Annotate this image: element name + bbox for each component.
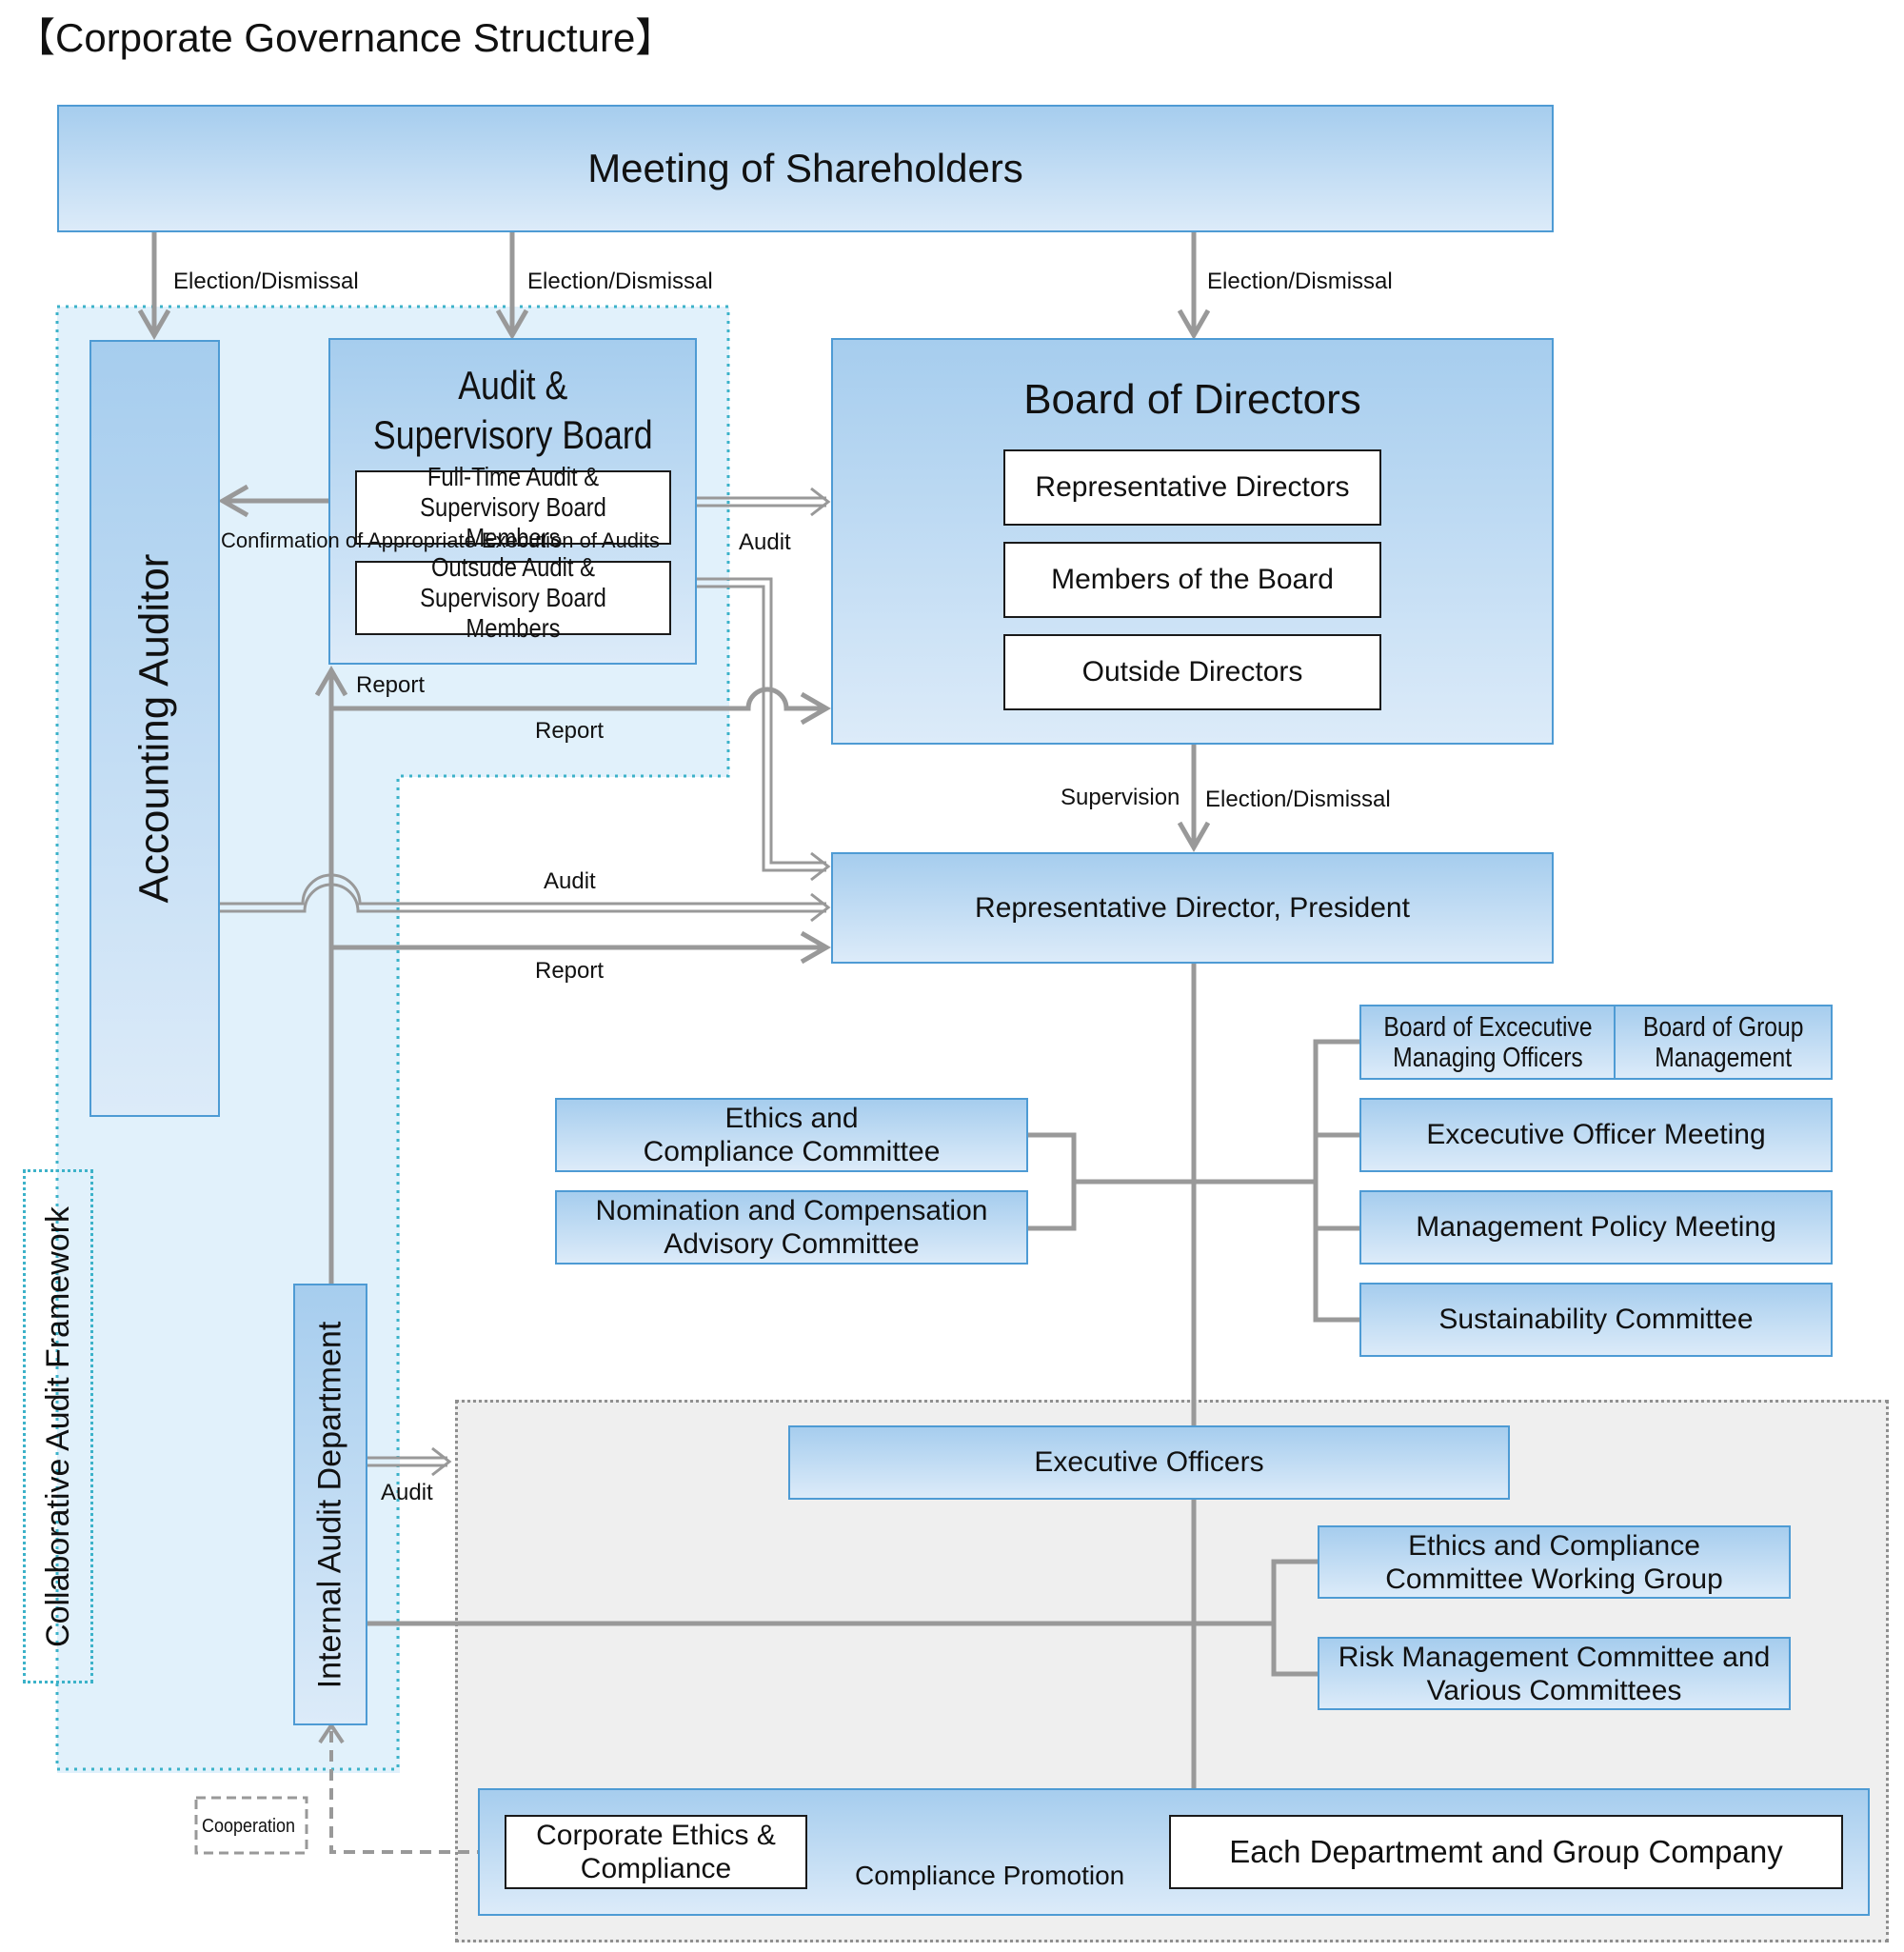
label-report-board: Report bbox=[535, 718, 605, 744]
representative-directors: Representative Directors bbox=[1003, 449, 1381, 526]
board-group-mgmt-label: Board of Group Management bbox=[1642, 1011, 1804, 1073]
label-audit-board: Audit bbox=[739, 529, 791, 555]
corporate-ethics-compliance: Corporate Ethics & Compliance bbox=[505, 1815, 807, 1889]
sustainability-committee-label: Sustainability Committee bbox=[1438, 1304, 1754, 1335]
ethics-committee-label: Ethics and Compliance Committee bbox=[643, 1103, 941, 1167]
nomination-compensation-committee: Nomination and Compensation Advisory Com… bbox=[555, 1190, 1028, 1265]
audit-to-president-double bbox=[697, 577, 831, 882]
fulltime-members-label: Full-Time Audit & Supervisory Board Memb… bbox=[420, 462, 606, 552]
internal-audit-double bbox=[367, 1446, 452, 1477]
outside-audit-members: Outsude Audit & Supervisory Board Member… bbox=[355, 552, 671, 643]
sustainability-committee: Sustainability Committee bbox=[1359, 1283, 1833, 1357]
accounting-auditor: Accounting Auditor bbox=[89, 340, 220, 1117]
audit-to-board-double bbox=[697, 487, 831, 517]
nomination-committee-label: Nomination and Compensation Advisory Com… bbox=[595, 1195, 988, 1260]
label-election-dismissal-1: Election/Dismissal bbox=[173, 269, 359, 294]
representative-director-president: Representative Director, President bbox=[831, 852, 1554, 964]
outside-directors-label: Outside Directors bbox=[1081, 656, 1303, 687]
collab-framework-label: Collaborative Audit Framework bbox=[39, 1205, 76, 1647]
bracket-right-committees bbox=[1313, 1039, 1361, 1323]
ethics-compliance-working-group: Ethics and Compliance Committee Working … bbox=[1318, 1525, 1791, 1599]
shareholders-label: Meeting of Shareholders bbox=[587, 146, 1023, 190]
report-to-board bbox=[331, 687, 826, 708]
exec-officer-meeting-label: Excecutive Officer Meeting bbox=[1426, 1119, 1766, 1150]
label-confirmation: Confirmation of Appropriate Execution of… bbox=[221, 528, 660, 552]
risk-management-committee: Risk Management Committee and Various Co… bbox=[1318, 1637, 1791, 1710]
representative-directors-label: Representative Directors bbox=[1035, 471, 1350, 503]
each-department-label: Each Departmemt and Group Company bbox=[1229, 1834, 1783, 1869]
president-label: Representative Director, President bbox=[975, 891, 1410, 924]
outside-directors: Outside Directors bbox=[1003, 634, 1381, 710]
label-audit-internal: Audit bbox=[381, 1480, 433, 1505]
management-policy-meeting: Management Policy Meeting bbox=[1359, 1190, 1833, 1265]
audit-board-title: Audit & Supervisory Board bbox=[372, 363, 653, 457]
cooperation-dashed bbox=[329, 1731, 495, 1854]
executive-officer-meeting: Excecutive Officer Meeting bbox=[1359, 1098, 1833, 1172]
internal-audit-department: Internal Audit Department bbox=[293, 1284, 367, 1725]
mgmt-policy-meeting-label: Management Policy Meeting bbox=[1416, 1211, 1776, 1243]
internal-audit-label: Internal Audit Department bbox=[311, 1321, 348, 1688]
page-title: 【Corporate Governance Structure】 bbox=[15, 15, 676, 60]
outside-members-label: Outsude Audit & Supervisory Board Member… bbox=[420, 552, 606, 643]
label-report-audit-board: Report bbox=[356, 672, 426, 698]
corporate-ethics-label: Corporate Ethics & Compliance bbox=[536, 1820, 776, 1884]
members-of-the-board: Members of the Board bbox=[1003, 542, 1381, 618]
risk-committee-label: Risk Management Committee and Various Co… bbox=[1338, 1641, 1771, 1706]
collaborative-audit-framework: Collaborative Audit Framework bbox=[23, 1169, 93, 1683]
label-election-dismissal-3: Election/Dismissal bbox=[1207, 269, 1393, 294]
audit-zone-outline bbox=[55, 305, 730, 1771]
label-cooperation: Cooperation bbox=[202, 1816, 296, 1837]
label-audit-president: Audit bbox=[544, 868, 596, 894]
accounting-audit-double bbox=[219, 873, 831, 923]
each-department-group-company: Each Departmemt and Group Company bbox=[1169, 1815, 1843, 1889]
ethics-compliance-committee: Ethics and Compliance Committee bbox=[555, 1098, 1028, 1172]
accounting-auditor-label: Accounting Auditor bbox=[130, 553, 178, 904]
label-election-dismissal-2: Election/Dismissal bbox=[527, 269, 713, 294]
bracket-executive-committees bbox=[367, 1559, 1318, 1677]
board-title: Board of Directors bbox=[1023, 376, 1361, 423]
label-report-president: Report bbox=[535, 958, 605, 984]
board-of-group-management: Board of Group Management bbox=[1614, 1005, 1833, 1080]
members-of-board-label: Members of the Board bbox=[1051, 564, 1334, 595]
cooperation-frame bbox=[194, 1796, 308, 1855]
executive-officers-label: Executive Officers bbox=[1034, 1446, 1264, 1478]
meeting-of-shareholders: Meeting of Shareholders bbox=[57, 105, 1554, 232]
label-supervision: Supervision bbox=[1061, 785, 1180, 810]
label-election-dismissal-4: Election/Dismissal bbox=[1205, 787, 1391, 812]
board-of-executive-managing-officers: Board of Excecutive Managing Officers bbox=[1359, 1005, 1616, 1080]
bracket-left-committees bbox=[1028, 1132, 1314, 1231]
board-exec-managing-label: Board of Excecutive Managing Officers bbox=[1382, 1011, 1593, 1073]
ethics-working-group-label: Ethics and Compliance Committee Working … bbox=[1385, 1529, 1723, 1595]
fulltime-audit-members: Full-Time Audit & Supervisory Board Memb… bbox=[355, 462, 671, 552]
label-compliance-promotion: Compliance Promotion bbox=[855, 1861, 1125, 1890]
executive-officers: Executive Officers bbox=[788, 1425, 1510, 1500]
